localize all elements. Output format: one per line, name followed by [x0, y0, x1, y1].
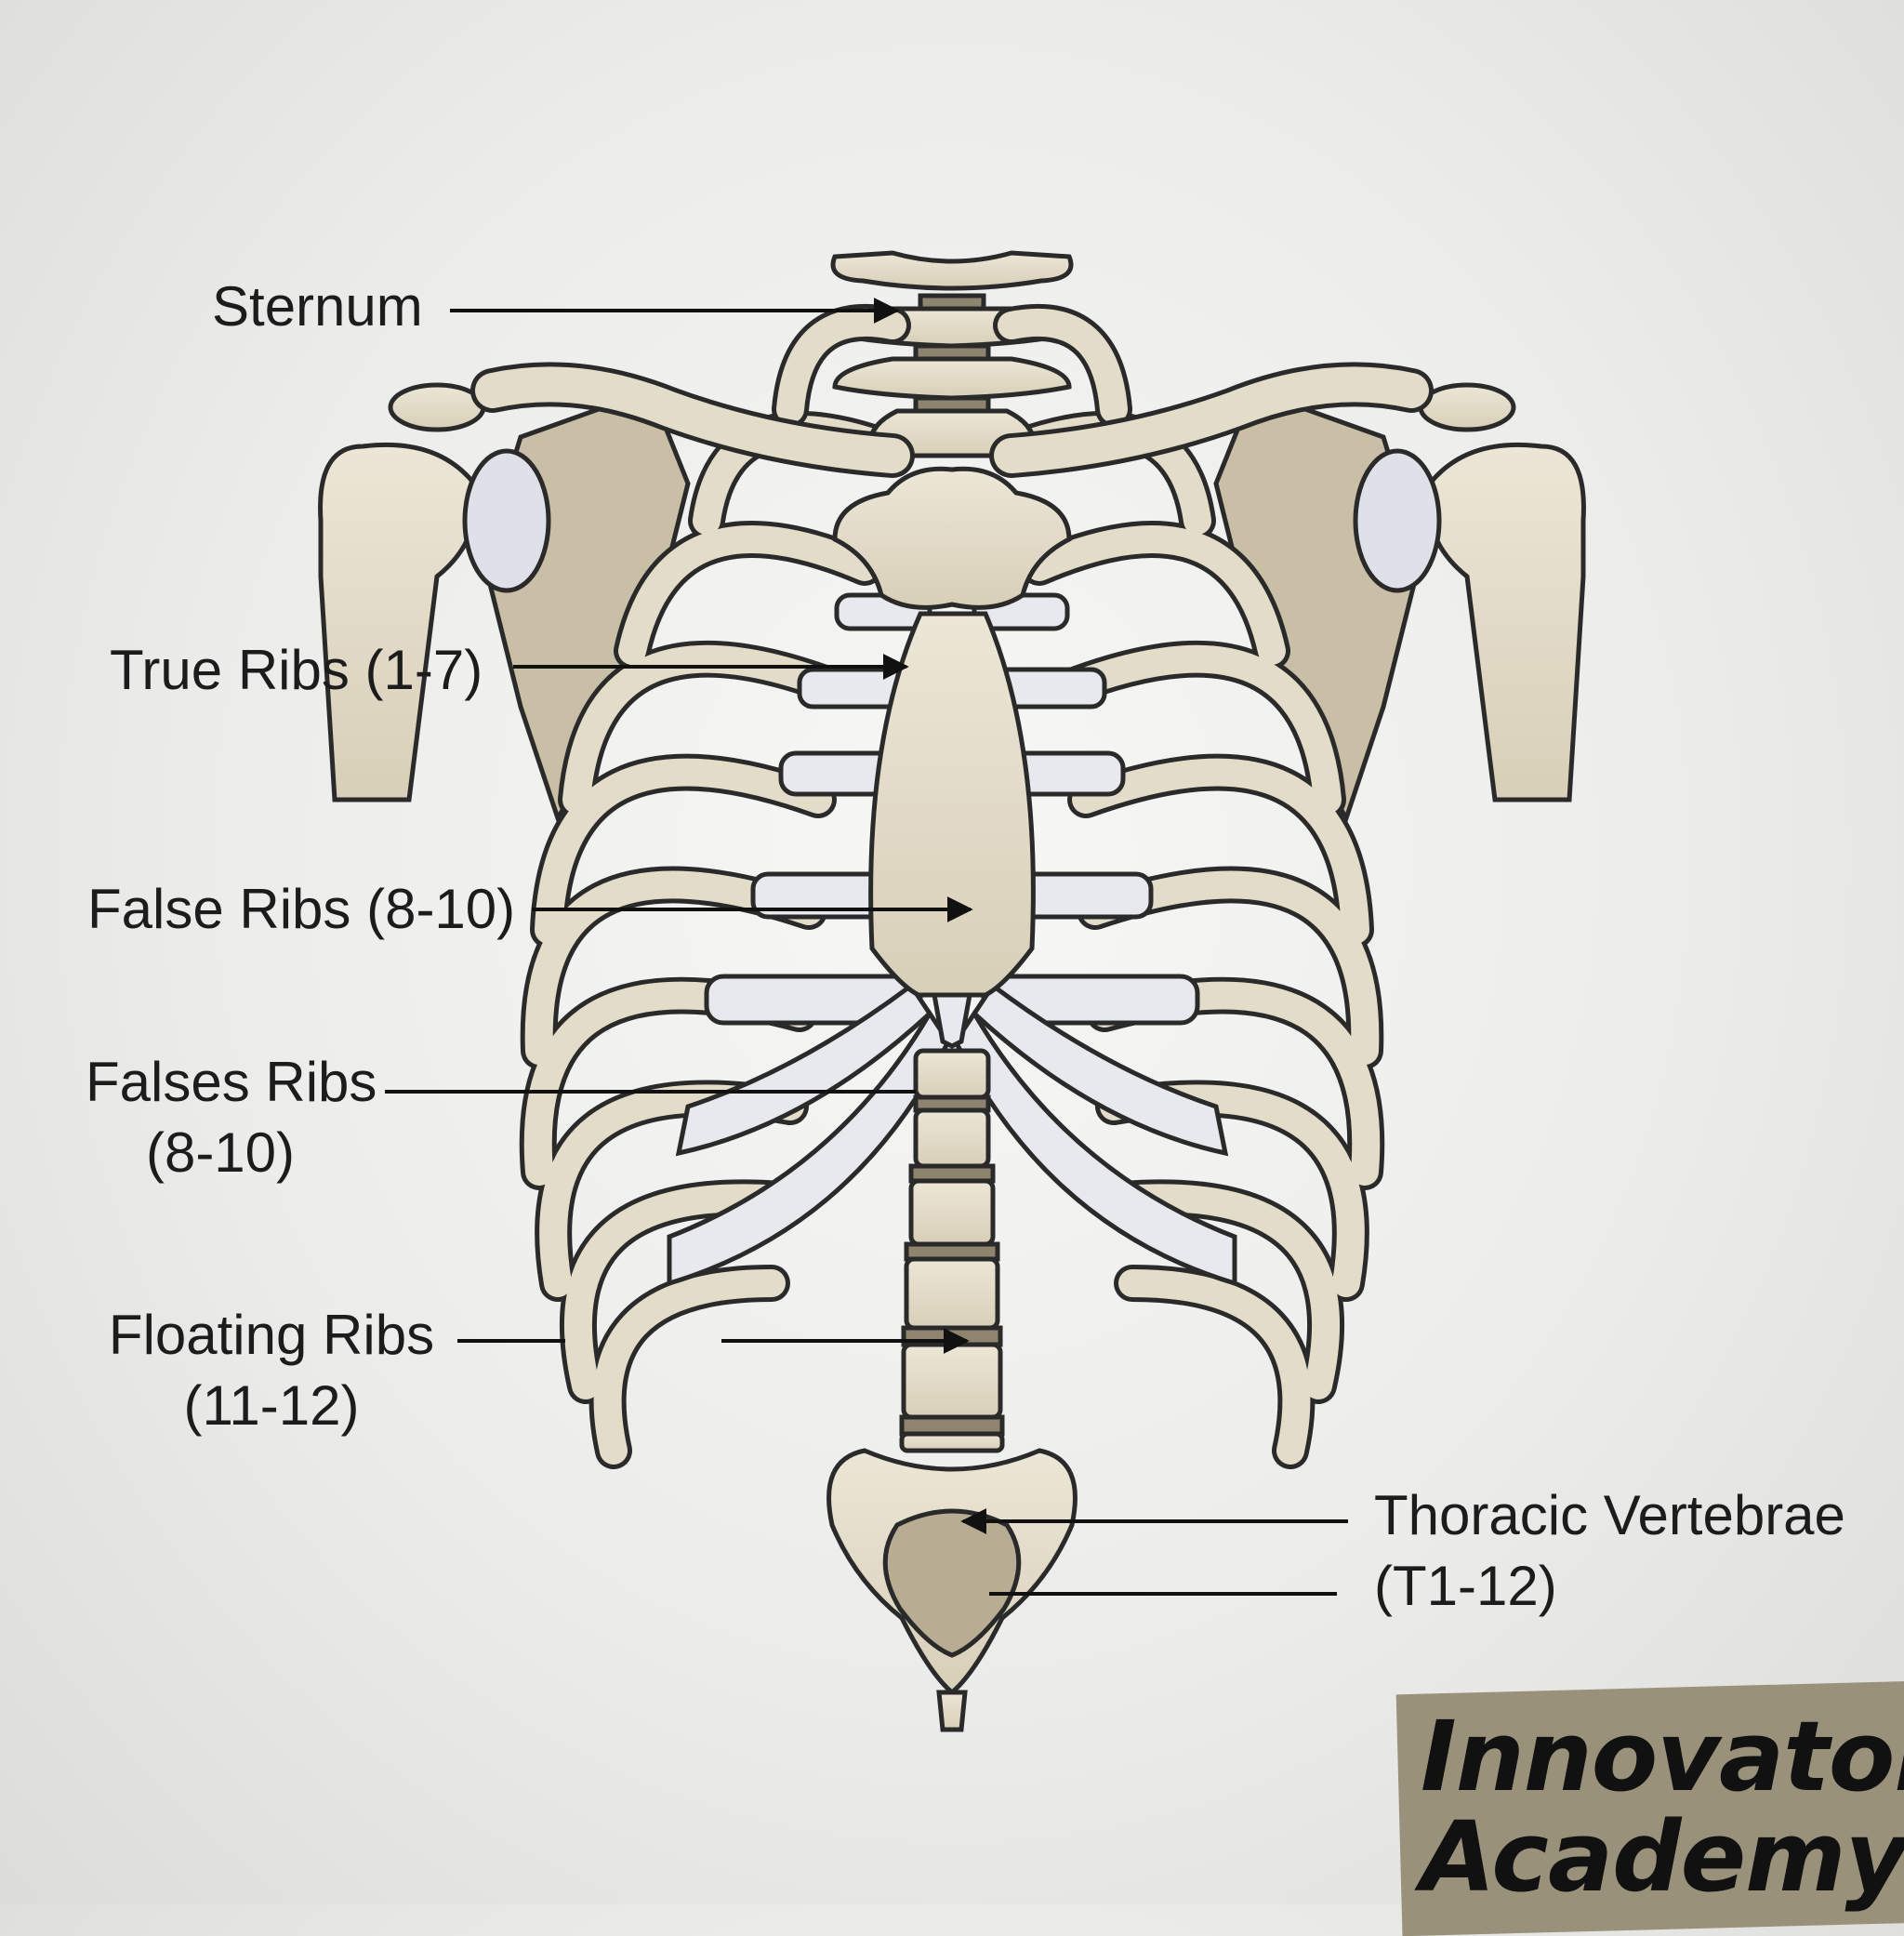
label-sternum: Sternum — [212, 275, 423, 338]
label-falses-ribs: Falses Ribs (8-10) — [86, 1051, 377, 1184]
label-floating-ribs: Floating Ribs (11-12) — [108, 1304, 435, 1437]
label-thoracic-vertebrae: Thoracic Vertebrae (T1-12) — [1374, 1484, 1845, 1617]
watermark-text: Innovator Academy — [1421, 1706, 1904, 1907]
right-clavicle — [989, 362, 1434, 478]
first-ribs — [772, 303, 1132, 428]
watermark-line-1: Innovator — [1421, 1700, 1904, 1813]
left-humerus — [318, 442, 551, 802]
watermark-line-2: Academy — [1421, 1800, 1904, 1914]
left-clavicle — [470, 362, 915, 478]
sternum-bone — [832, 466, 1072, 1049]
thoracic-vertebrae — [899, 1048, 1005, 1453]
right-ribs — [1002, 411, 1385, 1469]
left-acromion — [388, 382, 486, 432]
label-true-ribs: True Ribs (1-7) — [110, 639, 483, 701]
label-false-ribs: False Ribs (8-10) — [87, 878, 516, 940]
right-acromion — [1418, 382, 1516, 432]
leader-lines — [385, 298, 1348, 1596]
sacrum — [826, 1448, 1078, 1732]
right-humerus — [1353, 442, 1586, 802]
